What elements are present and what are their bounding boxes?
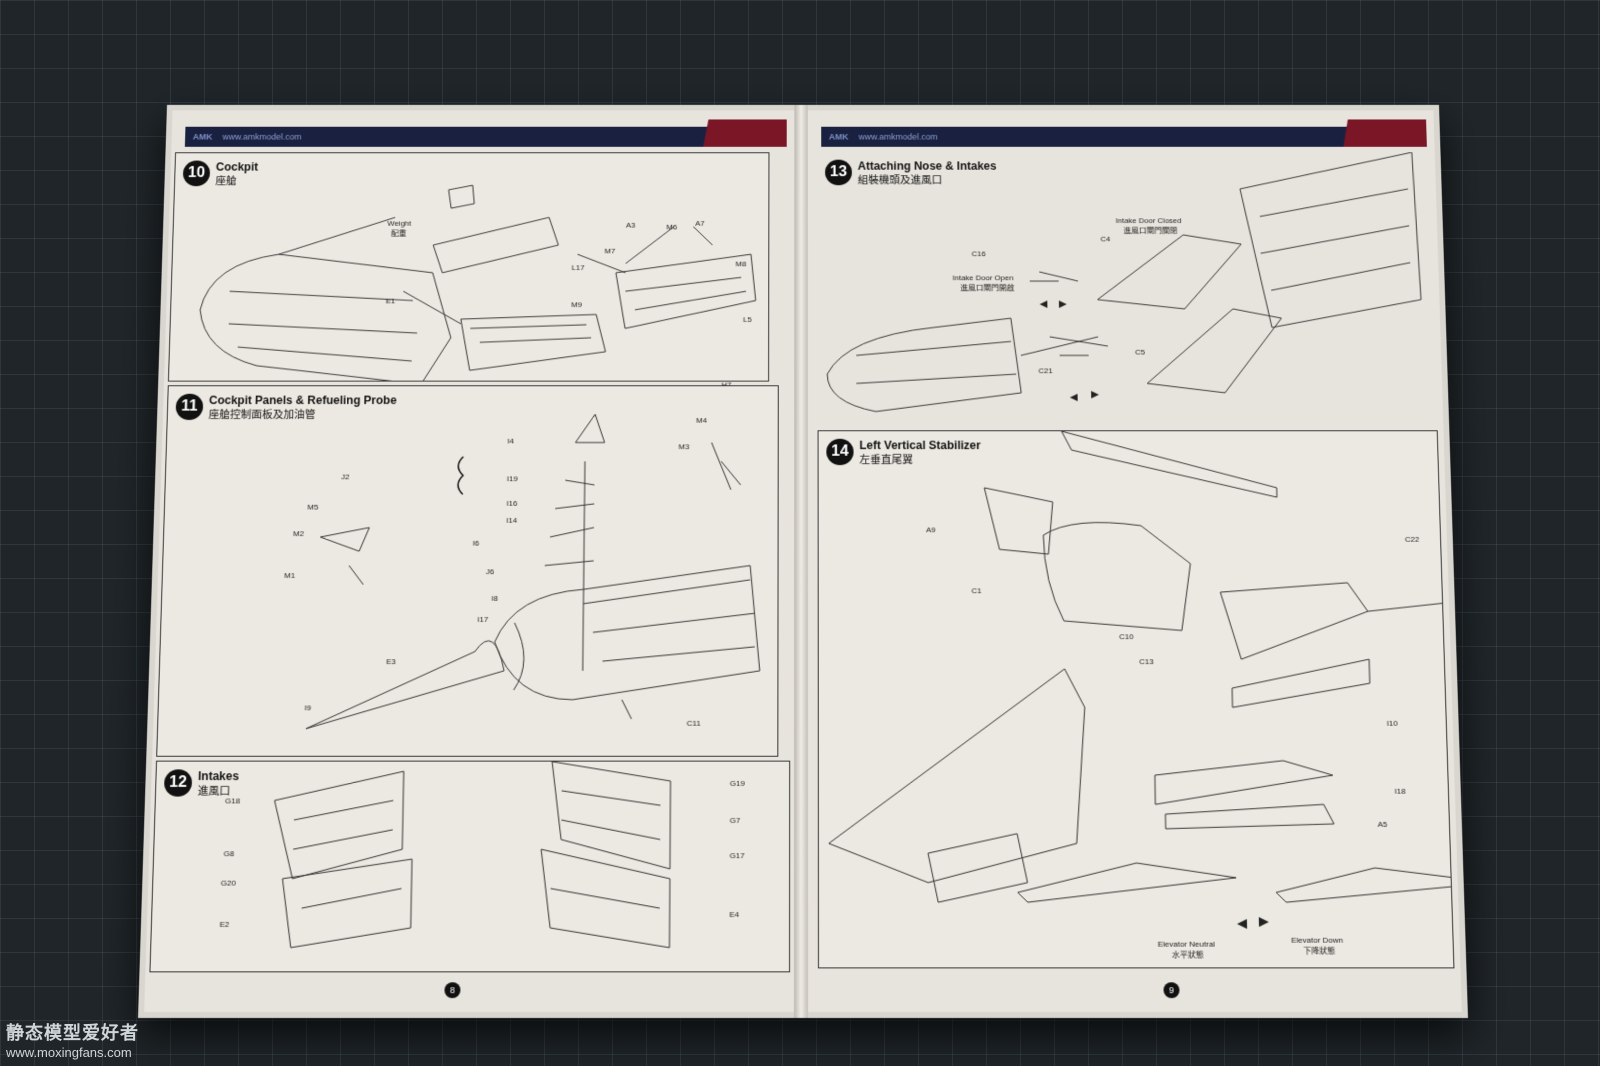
label-intake-door-open-cn: 進風口閘門開啟 (960, 283, 1015, 293)
label-j6: J6 (485, 567, 495, 577)
label-i16: I16 (506, 499, 518, 508)
label-intake-door-closed: Intake Door Closed (1115, 216, 1182, 225)
label-l5: L5 (743, 315, 752, 324)
label-a5: A5 (1377, 819, 1388, 829)
label-c11: C11 (686, 719, 701, 728)
step-13-attaching-nose-intakes: 13 Attaching Nose & Intakes 組裝機頭及進風口 (817, 152, 1431, 421)
label-m7: M7 (604, 246, 616, 256)
label-elevator-down-cn: 下降狀態 (1303, 946, 1336, 956)
label-c1: C1 (971, 586, 982, 596)
label-e1: E1 (385, 296, 396, 306)
page-number-right: 9 (1163, 982, 1180, 999)
brand-logo: AMK (192, 132, 213, 142)
label-e2: E2 (219, 920, 230, 929)
label-i19: I19 (506, 474, 518, 484)
booklet-spine (794, 104, 808, 1018)
cockpit-assembly-drawing (169, 153, 769, 380)
label-i17: I17 (477, 615, 489, 624)
label-elevator-neutral: Elevator Neutral (1157, 939, 1215, 949)
label-g17: G17 (729, 851, 745, 861)
label-c16: C16 (971, 249, 986, 258)
label-g18: G18 (224, 796, 241, 806)
label-c21: C21 (1038, 366, 1053, 376)
label-c13: C13 (1139, 657, 1154, 666)
label-c4: C4 (1100, 234, 1111, 244)
label-i9: I9 (304, 703, 312, 713)
label-e4: E4 (729, 910, 740, 920)
watermark-url: www.moxingfans.com (6, 1045, 132, 1060)
label-i14: I14 (506, 516, 518, 525)
label-i18: I18 (1394, 786, 1406, 796)
step-11-cockpit-panels-refueling-probe: 11 Cockpit Panels & Refueling Probe 座艙控制… (156, 385, 779, 757)
label-i6: I6 (472, 538, 480, 548)
brand-url: www.amkmodel.com (858, 132, 938, 142)
instruction-booklet: AMK www.amkmodel.com 10 Cockpit 座艙 (138, 104, 1468, 1018)
label-g8: G8 (223, 849, 235, 859)
label-g20: G20 (220, 878, 236, 888)
page-number-left: 8 (444, 982, 461, 999)
label-m4: M4 (696, 416, 707, 425)
label-c22: C22 (1404, 535, 1420, 544)
label-m9: M9 (571, 300, 582, 309)
label-m3: M3 (678, 442, 690, 451)
watermark-cn: 静态模型爱好者 (6, 1023, 139, 1043)
label-weight: Weight (387, 219, 412, 228)
left-page: AMK www.amkmodel.com 10 Cockpit 座艙 (144, 110, 795, 1013)
label-c10: C10 (1119, 632, 1134, 642)
label-a9: A9 (926, 525, 936, 535)
label-elevator-down: Elevator Down (1291, 935, 1344, 945)
page-header-right: AMK www.amkmodel.com (821, 119, 1427, 147)
label-e3: E3 (386, 657, 396, 666)
label-weight-cn: 配重 (390, 229, 407, 238)
nose-intakes-drawing (817, 152, 1431, 421)
label-i10: I10 (1386, 719, 1398, 728)
label-a3: A3 (625, 221, 636, 230)
label-l17: L17 (571, 263, 585, 272)
label-m5: M5 (307, 502, 319, 512)
label-i8: I8 (491, 594, 498, 603)
step-12-intakes: 12 Intakes 進風口 G18 G8 G20 E2 (149, 760, 791, 973)
header-accent (1311, 119, 1427, 147)
site-watermark: 静态模型爱好者 www.moxingfans.com (6, 1019, 139, 1060)
step-14-left-vertical-stabilizer: 14 Left Vertical Stabilizer 左垂直尾翼 (817, 430, 1455, 969)
header-accent (671, 119, 787, 147)
brand-url: www.amkmodel.com (222, 132, 302, 142)
label-j2: J2 (341, 472, 350, 482)
label-g19: G19 (729, 779, 745, 788)
intakes-drawing (150, 762, 789, 972)
right-page: AMK www.amkmodel.com 13 Attaching Nose &… (807, 110, 1462, 1013)
label-intake-door-open: Intake Door Open (952, 273, 1014, 283)
label-c5: C5 (1135, 347, 1146, 357)
brand-logo: AMK (828, 132, 849, 142)
label-m1: M1 (284, 571, 296, 580)
label-m2: M2 (292, 529, 305, 538)
label-i4: I4 (507, 436, 514, 446)
label-m6: M6 (666, 222, 678, 232)
step-10-cockpit: 10 Cockpit 座艙 (167, 152, 770, 389)
page-header-left: AMK www.amkmodel.com (184, 119, 787, 147)
label-g7: G7 (729, 816, 741, 825)
label-m8: M8 (735, 259, 747, 269)
label-a7: A7 (695, 219, 705, 228)
label-intake-door-closed-cn: 進風口閘門關閉 (1123, 226, 1178, 235)
vertical-stabilizer-drawing (819, 431, 1454, 929)
label-elevator-neutral-cn: 水平狀態 (1171, 950, 1204, 960)
